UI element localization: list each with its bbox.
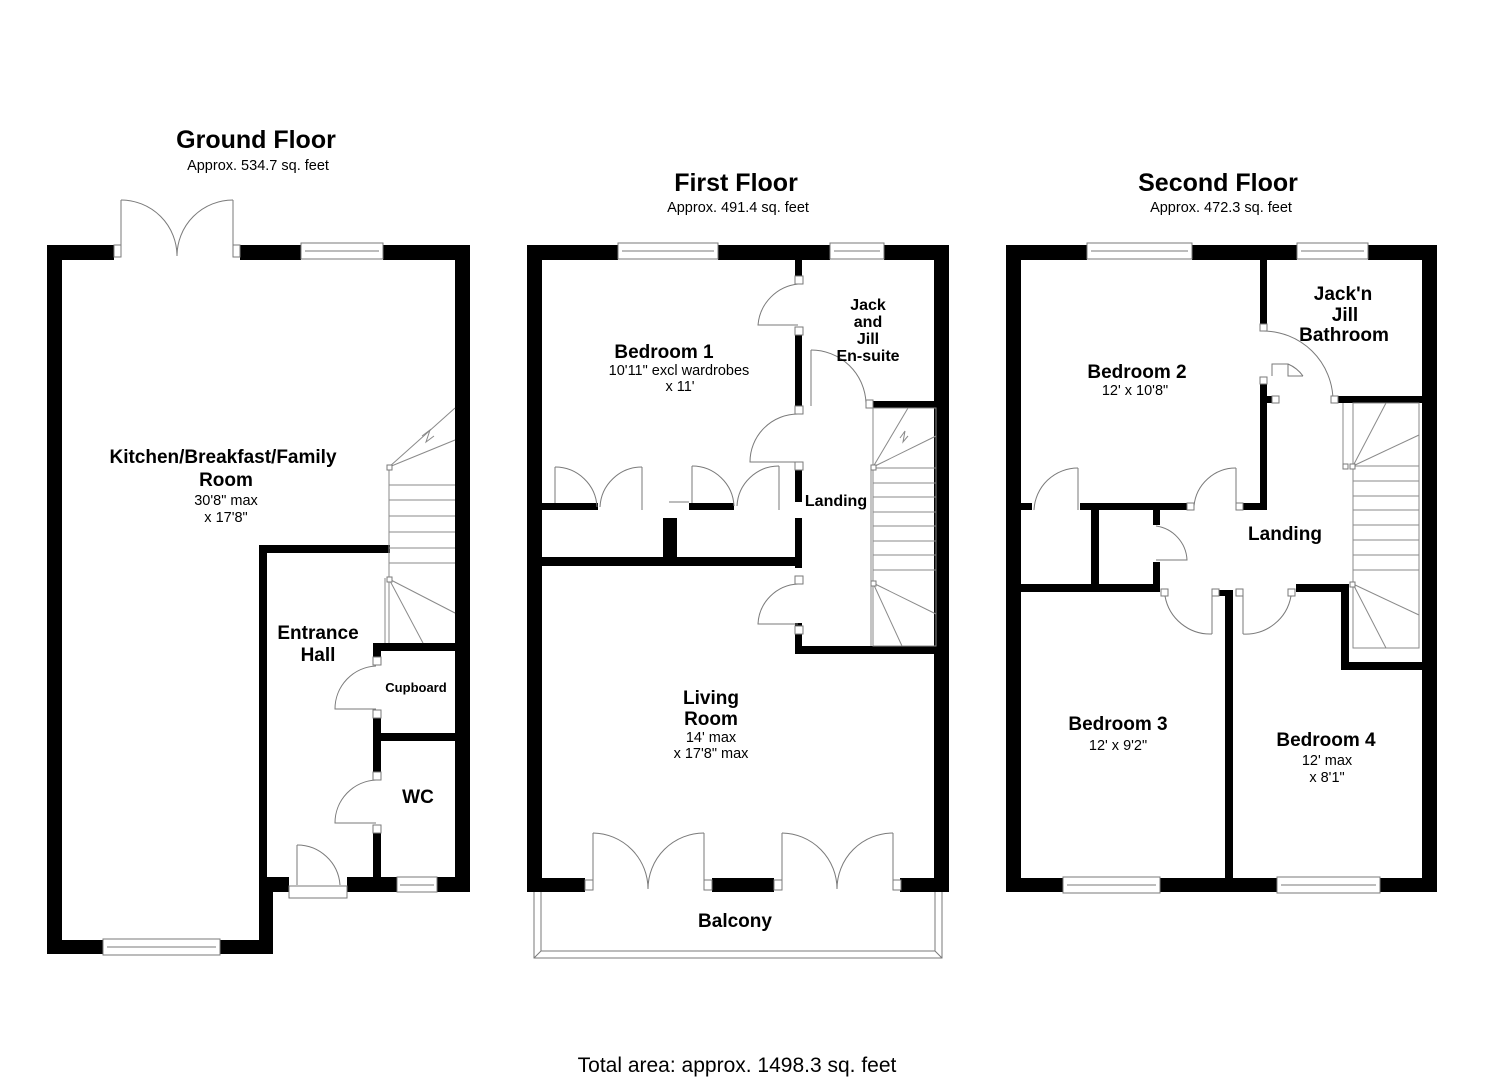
- room-dimensions: 14' max: [686, 730, 737, 746]
- first-walls: [527, 245, 949, 892]
- door-icon: [1160, 588, 1220, 635]
- staircase-icon: [870, 407, 937, 647]
- wardrobe-door-icon: [554, 465, 780, 510]
- door-icon: [757, 275, 804, 336]
- room-kitchen-breakfast-family: Kitchen/Breakfast/Family Room 30'8" max …: [109, 447, 336, 526]
- room-name: Cupboard: [385, 680, 446, 695]
- ground-walls: [47, 245, 470, 954]
- front-door-icon: [288, 844, 348, 899]
- door-icon: [1186, 467, 1244, 511]
- staircase-icon: [1342, 402, 1420, 649]
- room-dimensions: 12' max: [1302, 753, 1353, 769]
- second-floor-title: Second Floor: [1138, 169, 1298, 197]
- first-floor-title: First Floor: [674, 169, 798, 197]
- room-name: Bedroom 2: [1087, 362, 1186, 383]
- second-floor-area: Approx. 472.3 sq. feet: [1150, 200, 1292, 216]
- room-name: Bathroom: [1299, 325, 1389, 346]
- room-jack-n-jill-bathroom: Jack'n Jill Bathroom: [1299, 284, 1389, 346]
- door-icon: [1155, 525, 1188, 561]
- room-en-suite: Jack and Jill En-suite: [836, 297, 899, 365]
- room-dimensions: 30'8" max: [194, 493, 258, 509]
- room-dimensions: x 11': [665, 379, 694, 395]
- total-area: Total area: approx. 1498.3 sq. feet: [578, 1054, 897, 1077]
- room-bedroom-4: Bedroom 4 12' max x 8'1": [1276, 730, 1376, 786]
- room-name: Hall: [301, 645, 336, 666]
- window-icon: [102, 242, 438, 956]
- door-icon: [757, 575, 804, 635]
- room-landing: Landing: [1248, 524, 1322, 545]
- room-name: Bedroom 1: [614, 342, 714, 363]
- room-name: Room: [199, 470, 253, 491]
- window-icon: [1062, 242, 1381, 894]
- room-name: WC: [402, 787, 434, 808]
- room-dimensions: x 8'1": [1309, 770, 1344, 786]
- room-name: Living: [683, 688, 739, 709]
- staircase-icon: [384, 407, 456, 644]
- room-name: and: [854, 314, 882, 331]
- room-landing: Landing: [805, 493, 867, 510]
- second-walls: [1006, 245, 1437, 892]
- room-cupboard: Cupboard: [385, 680, 446, 695]
- room-dimensions: x 17'8": [204, 510, 247, 526]
- room-balcony: Balcony: [698, 911, 772, 932]
- room-bedroom-2: Bedroom 2 12' x 10'8": [1087, 362, 1186, 399]
- ground-floor-area: Approx. 534.7 sq. feet: [187, 158, 329, 174]
- door-icon: [334, 771, 382, 834]
- first-floor: First Floor Approx. 491.4 sq. feet: [527, 169, 949, 959]
- room-name: En-suite: [836, 348, 899, 365]
- room-name: Jill: [857, 331, 879, 348]
- door-icon: [334, 656, 382, 719]
- window-icon: [617, 242, 885, 260]
- door-icon: [810, 349, 874, 409]
- door-icon: [1259, 363, 1304, 404]
- ground-floor-title: Ground Floor: [176, 126, 336, 154]
- room-dimensions: 10'11" excl wardrobes: [609, 363, 750, 379]
- balcony-railing: [533, 892, 943, 959]
- french-door-icon: [584, 832, 902, 891]
- room-name: Bedroom 4: [1276, 730, 1376, 751]
- room-bedroom-1: Bedroom 1 10'11" excl wardrobes x 11': [609, 342, 750, 395]
- door-icon: [1259, 323, 1339, 404]
- door-icon: [1033, 467, 1079, 511]
- room-name: Jack: [850, 297, 886, 314]
- door-icon: [749, 405, 804, 471]
- room-name: Bedroom 3: [1068, 714, 1167, 735]
- room-living-room: Living Room 14' max x 17'8" max: [674, 688, 750, 762]
- room-name: Jack'n: [1314, 284, 1372, 305]
- door-icon: [1235, 588, 1296, 635]
- room-entrance-hall: Entrance Hall: [277, 623, 358, 666]
- room-bedroom-3: Bedroom 3 12' x 9'2": [1068, 714, 1167, 754]
- room-wc: WC: [402, 787, 434, 808]
- room-name: Jill: [1332, 305, 1358, 326]
- first-floor-area: Approx. 491.4 sq. feet: [667, 200, 809, 216]
- room-name: Kitchen/Breakfast/Family: [109, 447, 336, 468]
- french-door-icon: [113, 199, 241, 258]
- room-name: Landing: [805, 493, 867, 510]
- room-name: Room: [684, 709, 738, 730]
- room-dimensions: x 17'8" max: [674, 746, 750, 762]
- second-floor: Second Floor Approx. 472.3 sq. feet: [1006, 169, 1437, 894]
- ground-floor: Ground Floor Approx. 534.7 sq. feet: [47, 126, 470, 956]
- room-dimensions: 12' x 10'8": [1102, 383, 1168, 399]
- room-name: Entrance: [277, 623, 358, 644]
- room-dimensions: 12' x 9'2": [1089, 738, 1147, 754]
- room-name: Landing: [1248, 524, 1322, 545]
- room-name: Balcony: [698, 911, 772, 932]
